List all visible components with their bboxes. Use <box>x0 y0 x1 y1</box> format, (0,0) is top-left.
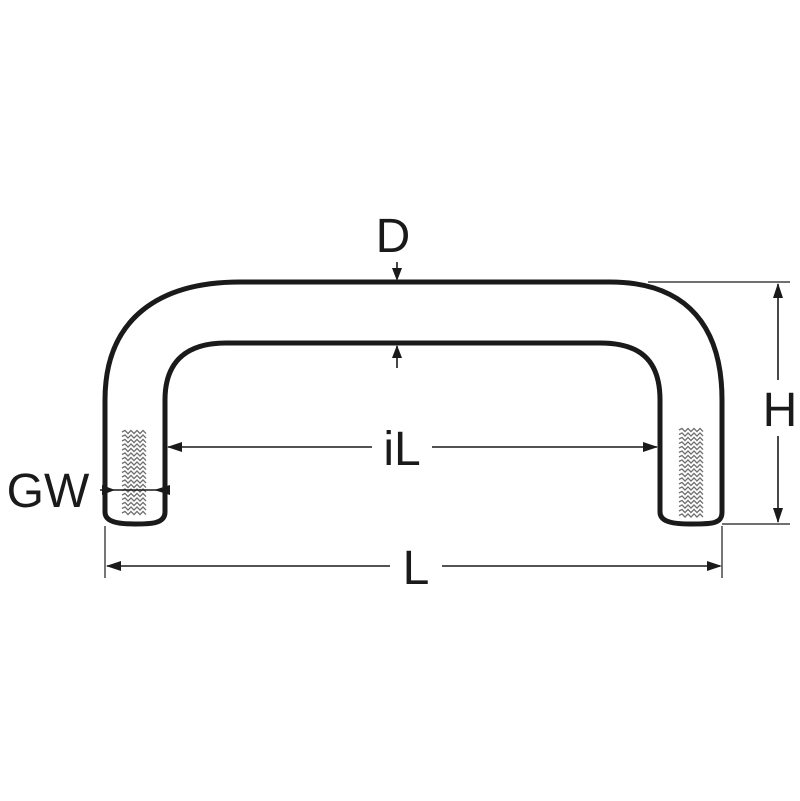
label-h: H <box>763 384 798 437</box>
thread-line <box>121 429 147 435</box>
thread-line <box>121 442 147 449</box>
label-il: iL <box>383 423 420 476</box>
handle-outline <box>102 279 725 527</box>
dimension-il <box>167 442 658 452</box>
left-thread-hatching <box>121 429 147 516</box>
thread-line <box>678 449 704 456</box>
thread-line <box>121 496 147 503</box>
thread-line <box>121 469 147 476</box>
thread-line <box>121 483 147 489</box>
thread-line <box>121 510 147 516</box>
thread-line <box>678 503 704 510</box>
thread-line <box>121 492 147 498</box>
thread-line <box>678 436 704 442</box>
thread-line <box>678 454 704 460</box>
thread-line <box>121 447 147 453</box>
thread-line <box>678 499 704 505</box>
thread-line <box>678 458 704 465</box>
thread-line <box>121 501 147 507</box>
label-d: D <box>376 210 411 263</box>
thread-line <box>121 465 147 471</box>
thread-line <box>678 440 704 447</box>
thread-line <box>678 485 704 492</box>
dimension-l <box>104 526 723 578</box>
thread-line <box>678 431 704 438</box>
label-l: L <box>403 542 430 595</box>
thread-line <box>678 508 704 514</box>
thread-line <box>678 490 704 496</box>
label-gw: GW <box>7 465 90 518</box>
thread-line <box>121 433 147 440</box>
thread-line <box>121 478 147 485</box>
dimension-h <box>648 281 790 525</box>
thread-line <box>678 445 704 451</box>
thread-line <box>678 463 704 469</box>
thread-line <box>121 474 147 480</box>
thread-line <box>678 472 704 478</box>
right-thread-hatching <box>678 427 704 519</box>
thread-line <box>678 481 704 487</box>
thread-line <box>121 505 147 512</box>
thread-line <box>121 451 147 458</box>
thread-line <box>121 460 147 467</box>
thread-line <box>678 512 704 519</box>
thread-line <box>678 427 704 433</box>
thread-line <box>121 456 147 462</box>
dimension-gw <box>100 485 170 495</box>
dimension-d <box>392 262 402 368</box>
thread-line <box>678 494 704 501</box>
thread-line <box>121 438 147 444</box>
thread-line <box>678 476 704 483</box>
thread-line <box>678 467 704 474</box>
